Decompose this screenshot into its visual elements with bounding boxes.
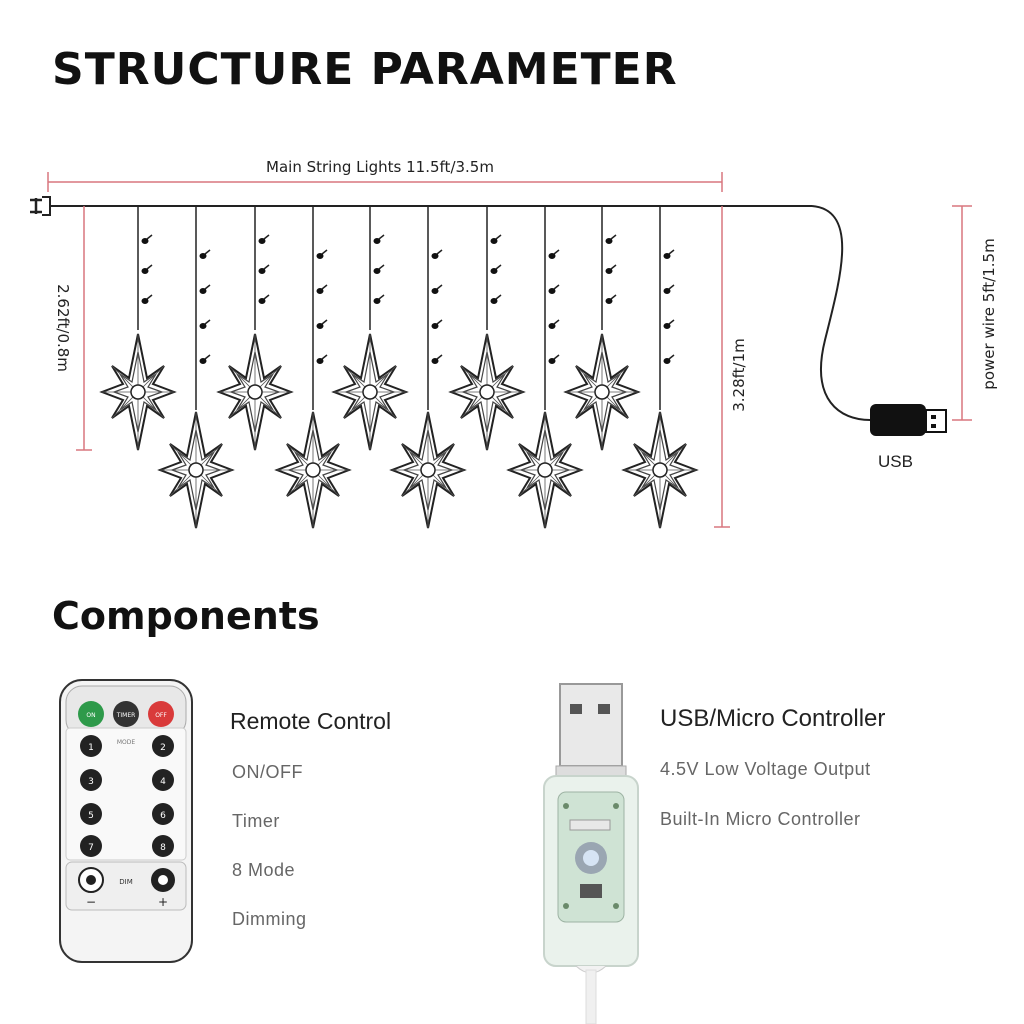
main-string-dimension: Main String Lights 11.5ft/3.5m [47,158,723,192]
dim-label: DIM [119,878,133,886]
usb-controller-feature: Built-In Micro Controller [660,809,861,829]
usb-plug-icon [870,404,947,436]
power-wire-dimension: power wire 5ft/1.5m [952,205,998,421]
star-light [623,411,697,529]
strand-long [391,206,465,529]
remote-control-image: ON TIMER OFF MODE 1 2 3 4 5 6 7 8 DIM − … [59,679,193,963]
off-button-label: OFF [155,712,167,719]
star-light [391,411,465,529]
button-2-label: 2 [160,743,166,753]
star-light [159,411,233,529]
remote-feature: 8 Mode [232,860,296,880]
power-wire [811,205,871,421]
minus-label: − [86,895,96,909]
star-light [508,411,582,529]
strand-long [623,206,697,529]
long-drop-dimension: 3.28ft/1m [714,206,748,528]
star-light [101,333,175,451]
page-title: STRUCTURE PARAMETER [52,44,678,95]
usb-label: USB [878,452,913,471]
star-light [218,333,292,451]
remote-feature: ON/OFF [232,762,303,782]
short-drop-dimension: 2.62ft/0.8m [54,206,92,451]
star-light [565,333,639,451]
plug-icon [30,196,51,216]
short-drop-label: 2.62ft/0.8m [54,284,72,372]
button-5-label: 5 [88,811,94,821]
off-button [148,701,174,727]
button-1-label: 1 [88,743,94,753]
usb-controller-image [543,683,639,1024]
strand-short [101,206,175,451]
button-8-label: 8 [160,843,166,853]
on-button [78,701,104,727]
usb-controller-heading: USB/Micro Controller [660,705,886,732]
strand-long [276,206,350,529]
star-light [276,411,350,529]
mode-label: MODE [117,739,136,746]
button-4-label: 4 [160,777,166,787]
remote-control-heading: Remote Control [230,708,392,734]
components-title: Components [52,594,320,638]
main-string-label: Main String Lights 11.5ft/3.5m [266,158,494,176]
button-7-label: 7 [88,843,94,853]
timer-button-label: TIMER [116,712,136,719]
plus-label: + [158,895,168,909]
star-light [450,333,524,451]
strand-short [450,206,524,451]
star-light [333,333,407,451]
strand-short [565,206,639,451]
strand-long [159,206,233,529]
strand-short [218,206,292,451]
on-button-label: ON [86,712,95,719]
remote-feature: Timer [232,811,280,831]
remote-feature: Dimming [232,909,307,929]
long-drop-label: 3.28ft/1m [730,338,748,412]
power-wire-label: power wire 5ft/1.5m [980,238,998,389]
button-6-label: 6 [160,811,166,821]
string-light-diagram: Main String Lights 11.5ft/3.5m 2.62ft/0.… [30,158,998,529]
strand-long [508,206,582,529]
button-3-label: 3 [88,777,94,787]
usb-controller-feature: 4.5V Low Voltage Output [660,759,871,779]
strand-short [333,206,407,451]
timer-button [113,701,139,727]
